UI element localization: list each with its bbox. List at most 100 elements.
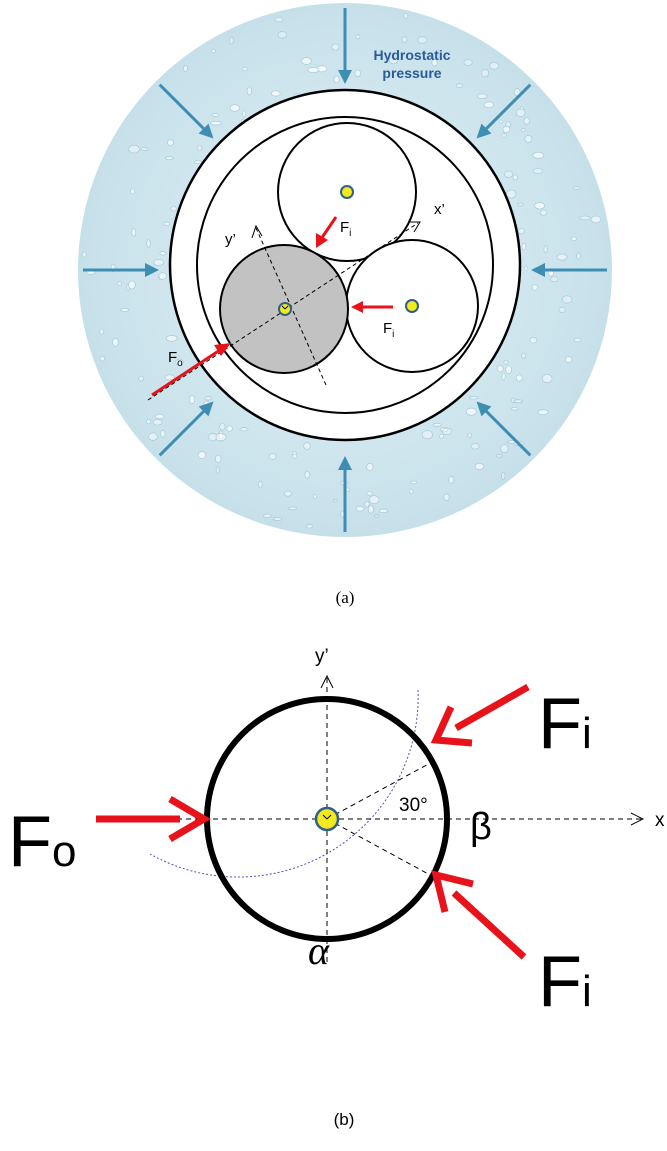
water-droplet xyxy=(155,414,165,419)
water-droplet xyxy=(417,36,428,44)
water-droplet xyxy=(331,43,340,51)
water-droplet xyxy=(153,259,164,266)
water-droplet xyxy=(214,433,227,442)
water-droplet xyxy=(277,31,288,39)
water-droplet xyxy=(271,90,281,97)
radial-line-lower xyxy=(326,818,433,877)
water-droplet xyxy=(431,58,438,67)
water-droplet xyxy=(175,358,184,366)
water-droplet xyxy=(215,454,222,464)
water-droplet xyxy=(210,120,222,126)
water-droplet xyxy=(373,514,379,518)
water-droplet xyxy=(159,251,167,256)
water-droplet xyxy=(521,128,526,133)
water-droplet xyxy=(523,117,530,125)
center-dot-b xyxy=(314,806,340,832)
y-prime-label: y’ xyxy=(225,231,236,248)
water-droplet xyxy=(128,280,136,290)
water-droplet xyxy=(82,251,87,258)
water-droplet xyxy=(239,427,249,432)
radial-line-upper xyxy=(326,760,435,820)
water-droplet xyxy=(498,119,503,124)
force-arrow-inner-lower-b xyxy=(431,870,527,960)
water-droplet xyxy=(366,462,374,472)
water-droplet xyxy=(112,337,119,347)
alpha-label: α xyxy=(308,928,330,973)
pressure-label-line2: pressure xyxy=(382,65,441,81)
center-dot-right xyxy=(405,299,419,313)
water-droplet xyxy=(99,328,104,335)
water-droplet xyxy=(511,407,519,411)
water-droplet xyxy=(212,113,219,117)
water-droplet xyxy=(130,188,135,195)
x-prime-label: x’ xyxy=(434,201,445,218)
water-droplet xyxy=(165,156,174,160)
water-droplet xyxy=(496,365,504,373)
water-droplet xyxy=(274,17,284,23)
pressure-arrow xyxy=(338,8,352,84)
water-droplet xyxy=(292,453,298,459)
water-droplet xyxy=(474,462,485,470)
water-droplet xyxy=(283,490,292,497)
water-droplet xyxy=(170,206,177,212)
pressure-arrow xyxy=(476,401,532,457)
water-droplet xyxy=(532,151,545,159)
center-dot-left xyxy=(278,302,292,316)
water-droplet xyxy=(448,475,455,484)
water-droplet xyxy=(140,147,149,151)
water-droplet xyxy=(480,68,490,78)
water-droplet xyxy=(517,202,524,207)
force-in-label-lower-b: Fi xyxy=(538,942,592,1022)
water-droplet xyxy=(506,189,517,199)
water-droplet xyxy=(515,108,526,118)
inner-force-label-top: Fi xyxy=(340,219,351,239)
y-prime-arrowhead-b xyxy=(320,674,334,689)
water-droplet xyxy=(204,396,213,401)
water-droplet xyxy=(263,513,272,518)
force-arrow-outer xyxy=(151,343,231,397)
water-droplet xyxy=(160,429,166,438)
pressure-arrows xyxy=(83,8,607,532)
water-droplet xyxy=(517,228,525,235)
beta-label: β xyxy=(470,806,492,848)
pressure-arrow xyxy=(531,263,607,277)
y-prime-label-b: y’ xyxy=(315,646,329,667)
water-droplet xyxy=(131,228,137,237)
water-droplet xyxy=(164,374,175,381)
water-droplet xyxy=(571,236,577,242)
water-droplet xyxy=(128,144,140,154)
water-droplet xyxy=(468,396,479,400)
water-droplet xyxy=(183,65,188,72)
alpha-beta-arc xyxy=(149,689,419,878)
water-droplet xyxy=(162,221,171,226)
water-droplet xyxy=(158,272,167,280)
water-droplet xyxy=(503,359,509,365)
water-droplet xyxy=(521,242,527,250)
water-droplet xyxy=(288,506,297,511)
water-droplet xyxy=(477,93,488,100)
water-droplet xyxy=(561,295,573,304)
x-arrowhead-b xyxy=(630,812,645,826)
water-droplet xyxy=(534,202,545,210)
water-droplet xyxy=(504,170,514,178)
water-droplet xyxy=(189,395,196,404)
pressure-arrow xyxy=(158,83,214,139)
water-droplet xyxy=(576,252,581,260)
force-arrow-outer-b xyxy=(96,795,211,843)
force-out-label-b: Fo xyxy=(8,802,76,882)
water-droplet xyxy=(502,125,511,133)
water-droplet xyxy=(367,505,374,514)
water-droplet xyxy=(332,499,338,503)
caption-b: (b) xyxy=(334,1110,355,1129)
water-droplet xyxy=(138,375,144,382)
water-droplet xyxy=(442,427,453,435)
water-droplet xyxy=(368,495,380,505)
water-droplet xyxy=(513,399,523,403)
water-droplet xyxy=(489,62,500,70)
water-droplet xyxy=(364,500,370,508)
water-droplet xyxy=(496,454,503,458)
water-droplet xyxy=(219,422,226,431)
water-droplet xyxy=(483,101,495,108)
water-droplet xyxy=(501,133,507,138)
water-droplet xyxy=(215,465,220,475)
